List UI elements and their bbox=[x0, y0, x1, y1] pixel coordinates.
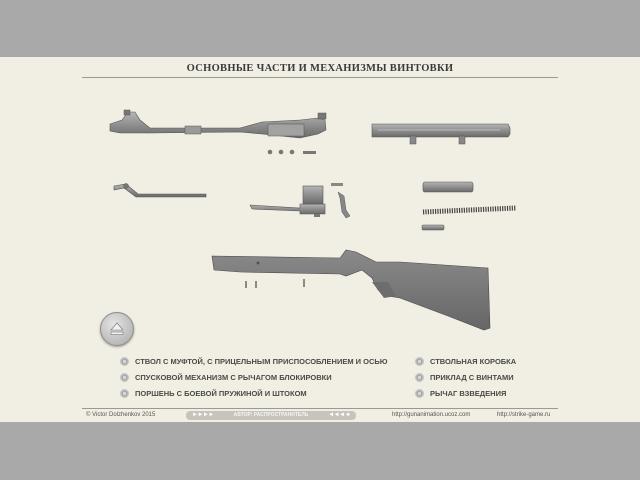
nav-forward-arrows[interactable]: ►►►► bbox=[192, 412, 214, 418]
legend-stock[interactable]: ПРИКЛАД С ВИНТАМИ bbox=[415, 373, 514, 382]
gunanimation-link[interactable]: http://gunanimation.ucoz.com bbox=[392, 412, 471, 418]
nav-back-arrows[interactable]: ◄◄◄◄ bbox=[328, 412, 350, 418]
legend-barrel[interactable]: СТВОЛ С МУФТОЙ, С ПРИЦЕЛЬНЫМ ПРИСПОСОБЛЕ… bbox=[120, 357, 388, 366]
radio-bullet-icon bbox=[415, 357, 424, 366]
radio-bullet-icon bbox=[120, 357, 129, 366]
radio-bullet-icon bbox=[415, 373, 424, 382]
legend-cocking-lever[interactable]: РЫЧАГ ВЗВЕДЕНИЯ bbox=[415, 389, 506, 398]
legend-receiver[interactable]: СТВОЛЬНАЯ КОРОБКА bbox=[415, 357, 516, 366]
barrel-part[interactable] bbox=[109, 109, 327, 155]
piston-part[interactable] bbox=[421, 181, 517, 231]
footer-divider bbox=[82, 408, 558, 409]
stock-part[interactable] bbox=[211, 249, 491, 331]
cocking-lever-part[interactable] bbox=[113, 183, 207, 198]
strike-game-link[interactable]: http://strike-game.ru bbox=[497, 412, 551, 418]
nav-bar: ►►►► АВТОР: РАСПРОСТРАНИТЕЛЬ ◄◄◄◄ bbox=[186, 411, 356, 420]
page-title: ОСНОВНЫЕ ЧАСТИ И МЕХАНИЗМЫ ВИНТОВКИ bbox=[186, 63, 454, 74]
radio-bullet-icon bbox=[415, 389, 424, 398]
radio-bullet-icon bbox=[120, 373, 129, 382]
legend-piston[interactable]: ПОРШЕНЬ С БОЕВОЙ ПРУЖИНОЙ И ШТОКОМ bbox=[120, 389, 307, 398]
eject-button[interactable] bbox=[100, 312, 134, 346]
legend-trigger[interactable]: СПУСКОВОЙ МЕХАНИЗМ С РЫЧАГОМ БЛОКИРОВКИ bbox=[120, 373, 332, 382]
title-divider bbox=[82, 77, 558, 78]
nav-label[interactable]: АВТОР: РАСПРОСТРАНИТЕЛЬ bbox=[233, 412, 309, 418]
trigger-mechanism-part[interactable] bbox=[249, 183, 351, 219]
eject-icon bbox=[110, 322, 124, 335]
radio-bullet-icon bbox=[120, 389, 129, 398]
copyright: © Victor Dolzhenkov 2015 bbox=[86, 412, 156, 418]
receiver-part[interactable] bbox=[371, 123, 511, 145]
